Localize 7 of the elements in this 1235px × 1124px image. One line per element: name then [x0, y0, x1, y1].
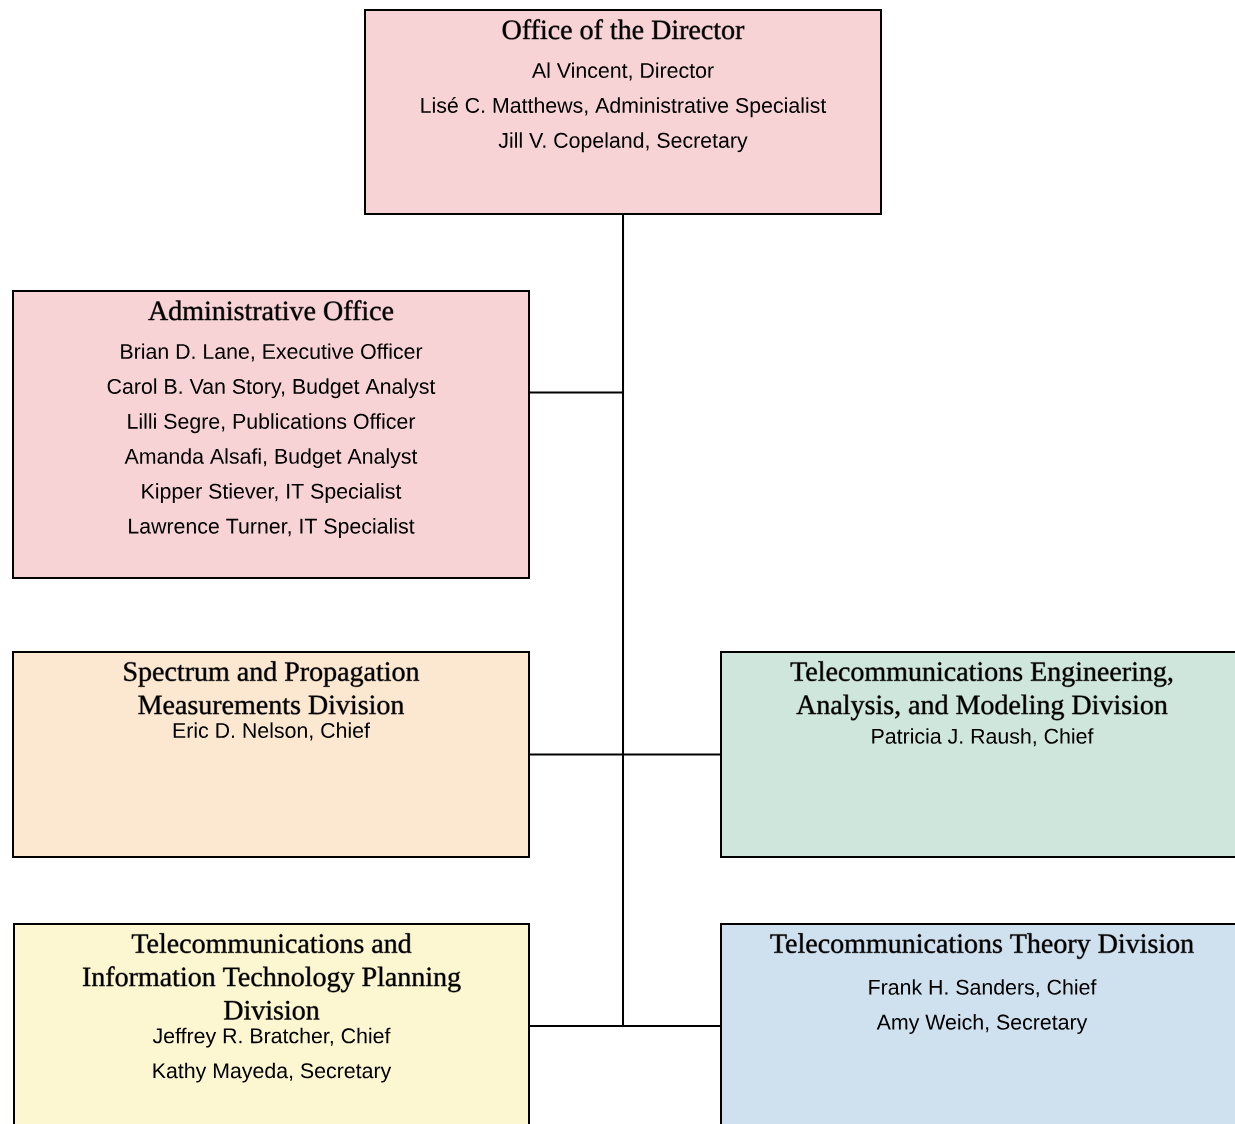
org-box: Office of the Director Al Vincent, Director Lisé C. Matthews, Administrative Specialist Jill V. Copeland, Secretary	[364, 9, 882, 215]
org-box: Telecommunications Engineering, Analysis, and Modeling Division Patricia J. Raush, Chief	[720, 651, 1235, 858]
connector-line	[622, 214, 721, 1027]
org-box: Telecommunications Theory Division Frank H. Sanders, Chief Amy Weich, Secretary	[720, 923, 1235, 1124]
org-box: Spectrum and Propagation Measurements Division Eric D. Nelson, Chief	[12, 651, 530, 858]
org-box: Administrative Office Brian D. Lane, Executive Officer Carol B. Van Story, Budget Analyst Lilli Segre, Publications Officer Amanda Alsafi, Budget Analyst Kipper Stiever, IT Specialist Lawrence Turner, IT Specialist	[12, 290, 530, 579]
org-box: Telecommunications and Information Technology Planning Division Jeffrey R. Bratcher, Chief Kathy Mayeda, Secretary	[13, 923, 530, 1124]
